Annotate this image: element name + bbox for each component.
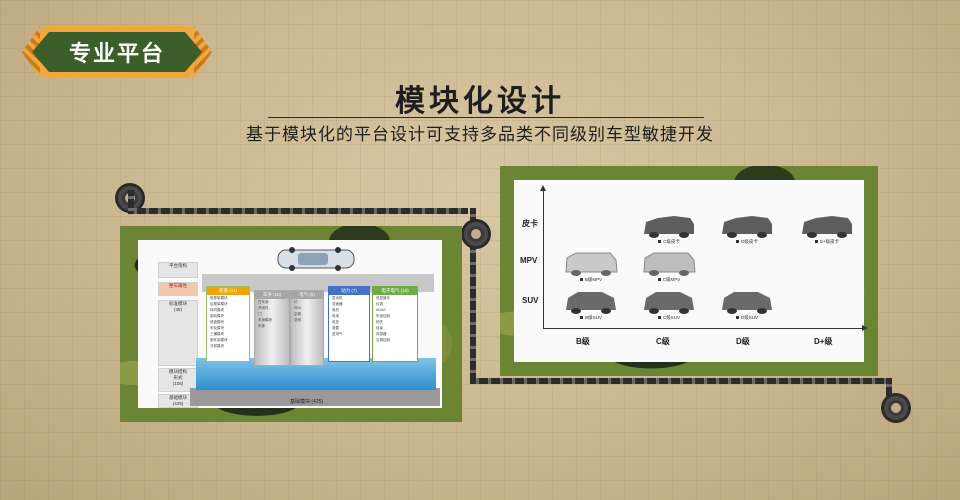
y-label-mpv: MPV (520, 256, 538, 265)
base-label: 基础模块 (425) (290, 399, 324, 405)
page-title: 模块化设计 (395, 85, 565, 118)
module-column-power: 动力 (7) 发动机 变速器 电机 电池 电控 悬置 进排气 (328, 286, 370, 362)
chain-decoration (128, 190, 134, 212)
x-label-c: C级 (656, 337, 670, 346)
module-column-body: 车身 (10) 白车身 开闭件 门 车身模块 内饰 (254, 290, 290, 366)
covered-car-icon: C级SUV (640, 286, 698, 321)
base-block (190, 388, 440, 406)
module-column-electric: 电气 (5) 灯 EEA 空调 总线 (290, 290, 324, 366)
module-column-chassis: 底盘 (11) 前悬架模块 后悬架模块 转向模块 制动模块 底盘模块 车轮模块 … (206, 286, 250, 362)
row-label: 整车属性 (158, 282, 198, 296)
car-caption: D+级皮卡 (798, 239, 856, 245)
car-caption: D级SUV (718, 315, 776, 321)
chain-decoration (470, 378, 890, 384)
x-label-dplus: D+级 (814, 337, 833, 346)
car-caption: B级SUV (562, 315, 620, 321)
chain-decoration (886, 378, 892, 402)
car-caption: B级MPV (562, 277, 620, 283)
car-caption: D级皮卡 (718, 239, 776, 245)
section-badge: 专业平台 (22, 26, 212, 78)
badge-label: 专业平台 (32, 32, 202, 72)
y-label-suv: SUV (522, 296, 539, 305)
row-label: 标准模块 (38) (158, 300, 198, 366)
car-caption: C级MPV (640, 277, 698, 283)
row-label: 基础模块 (425) (158, 394, 198, 408)
covered-car-icon: B级MPV (562, 248, 620, 283)
covered-car-icon: B级SUV (562, 286, 620, 321)
chain-decoration (470, 208, 476, 378)
car-caption: C级皮卡 (640, 239, 698, 245)
covered-car-icon: C级MPV (640, 248, 698, 283)
covered-car-icon: D+级皮卡 (798, 210, 856, 245)
gear-icon (884, 396, 908, 420)
covered-car-icon: D级皮卡 (718, 210, 776, 245)
covered-car-icon: D级SUV (718, 286, 776, 321)
car-caption: C级SUV (640, 315, 698, 321)
row-label: 平台架构 (158, 262, 198, 278)
y-label-pickup: 皮卡 (522, 219, 538, 228)
module-column-electronics: 电子电气 (10) 信息娱乐 仪表 ADAS 车身控制 网关 线束 传感器 空调… (372, 286, 418, 362)
gear-icon (464, 222, 488, 246)
x-label-d: D级 (736, 337, 750, 346)
title-divider (268, 117, 704, 118)
chain-decoration (128, 208, 468, 214)
x-axis (543, 325, 868, 331)
car-topview-icon (276, 246, 356, 272)
page-subtitle: 基于模块化的平台设计可支持多品类不同级别车型敏捷开发 (246, 125, 714, 144)
covered-car-icon: C级皮卡 (640, 210, 698, 245)
y-axis (540, 185, 546, 328)
x-label-b: B级 (576, 337, 590, 346)
